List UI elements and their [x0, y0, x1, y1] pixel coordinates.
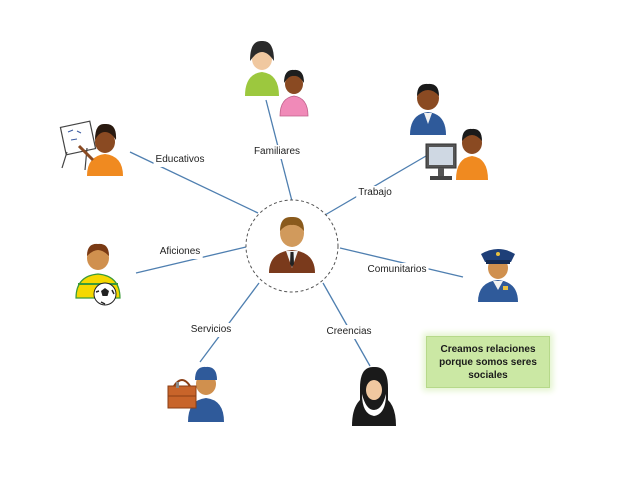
nun-icon	[352, 366, 396, 426]
label-comunitarios: Comunitarios	[365, 263, 429, 277]
label-trabajo: Trabajo	[356, 186, 394, 200]
soccer-player-icon	[75, 243, 121, 306]
teacher-whiteboard-icon	[59, 120, 123, 176]
mother-daughter-icon	[245, 40, 309, 117]
note-box: Creamos relaciones porque somos seres so…	[426, 336, 550, 388]
label-aficiones: Aficiones	[157, 245, 203, 259]
office-workers-computer-icon	[410, 83, 488, 180]
businessman-icon	[269, 216, 315, 273]
connector-servicios	[199, 282, 260, 363]
connector-comunitarios	[339, 247, 464, 278]
connector-creencias	[322, 282, 371, 367]
connector-educativos	[129, 151, 259, 214]
label-familiares: Familiares	[251, 145, 303, 159]
label-servicios: Servicios	[188, 323, 234, 337]
note-text: Creamos relaciones porque somos seres so…	[439, 343, 537, 381]
connector-aficiones	[135, 246, 247, 274]
connector-trabajo	[324, 155, 427, 216]
label-educativos: Educativos	[153, 153, 207, 167]
police-officer-icon	[478, 249, 518, 302]
label-creencias: Creencias	[324, 325, 374, 339]
connector-lines	[129, 99, 464, 367]
technician-toolbox-icon	[167, 366, 224, 422]
